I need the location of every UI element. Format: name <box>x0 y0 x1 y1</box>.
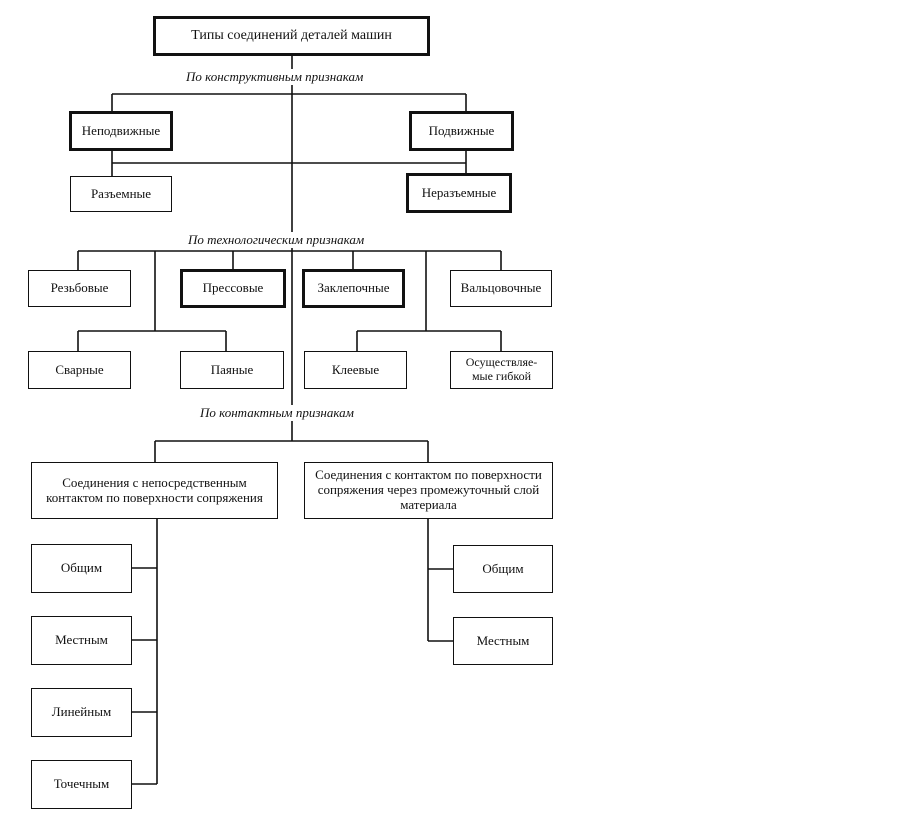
root-node: Типы соединений деталей машин <box>153 16 430 56</box>
caption-constructive: По конструктивным признакам <box>184 69 366 85</box>
node-direct-contact: Соединения с непосредственным контактом … <box>31 462 278 519</box>
node-soldered: Паяные <box>180 351 284 389</box>
node-right-general: Общим <box>453 545 553 593</box>
caption-technological: По технологическим признакам <box>186 232 367 248</box>
node-nondetachable: Неразъемные <box>406 173 512 213</box>
node-intermediate-contact: Соединения с контактом по поверхности со… <box>304 462 553 519</box>
node-threaded: Резьбовые <box>28 270 131 307</box>
node-detachable: Разъемные <box>70 176 172 212</box>
caption-contact: По контактным признакам <box>198 405 356 421</box>
node-left-point: Точечным <box>31 760 132 809</box>
node-left-general: Общим <box>31 544 132 593</box>
node-flexing: Осуществляе-мые гибкой <box>450 351 553 389</box>
node-press: Прессовые <box>180 269 286 308</box>
node-movable: Подвижные <box>409 111 514 151</box>
node-left-local: Местным <box>31 616 132 665</box>
node-rolled: Вальцовочные <box>450 270 552 307</box>
node-welded: Сварные <box>28 351 131 389</box>
node-right-local: Местным <box>453 617 553 665</box>
node-fixed: Неподвижные <box>69 111 173 151</box>
node-glued: Клеевые <box>304 351 407 389</box>
node-riveted: Заклепочные <box>302 269 405 308</box>
node-left-linear: Линейным <box>31 688 132 737</box>
